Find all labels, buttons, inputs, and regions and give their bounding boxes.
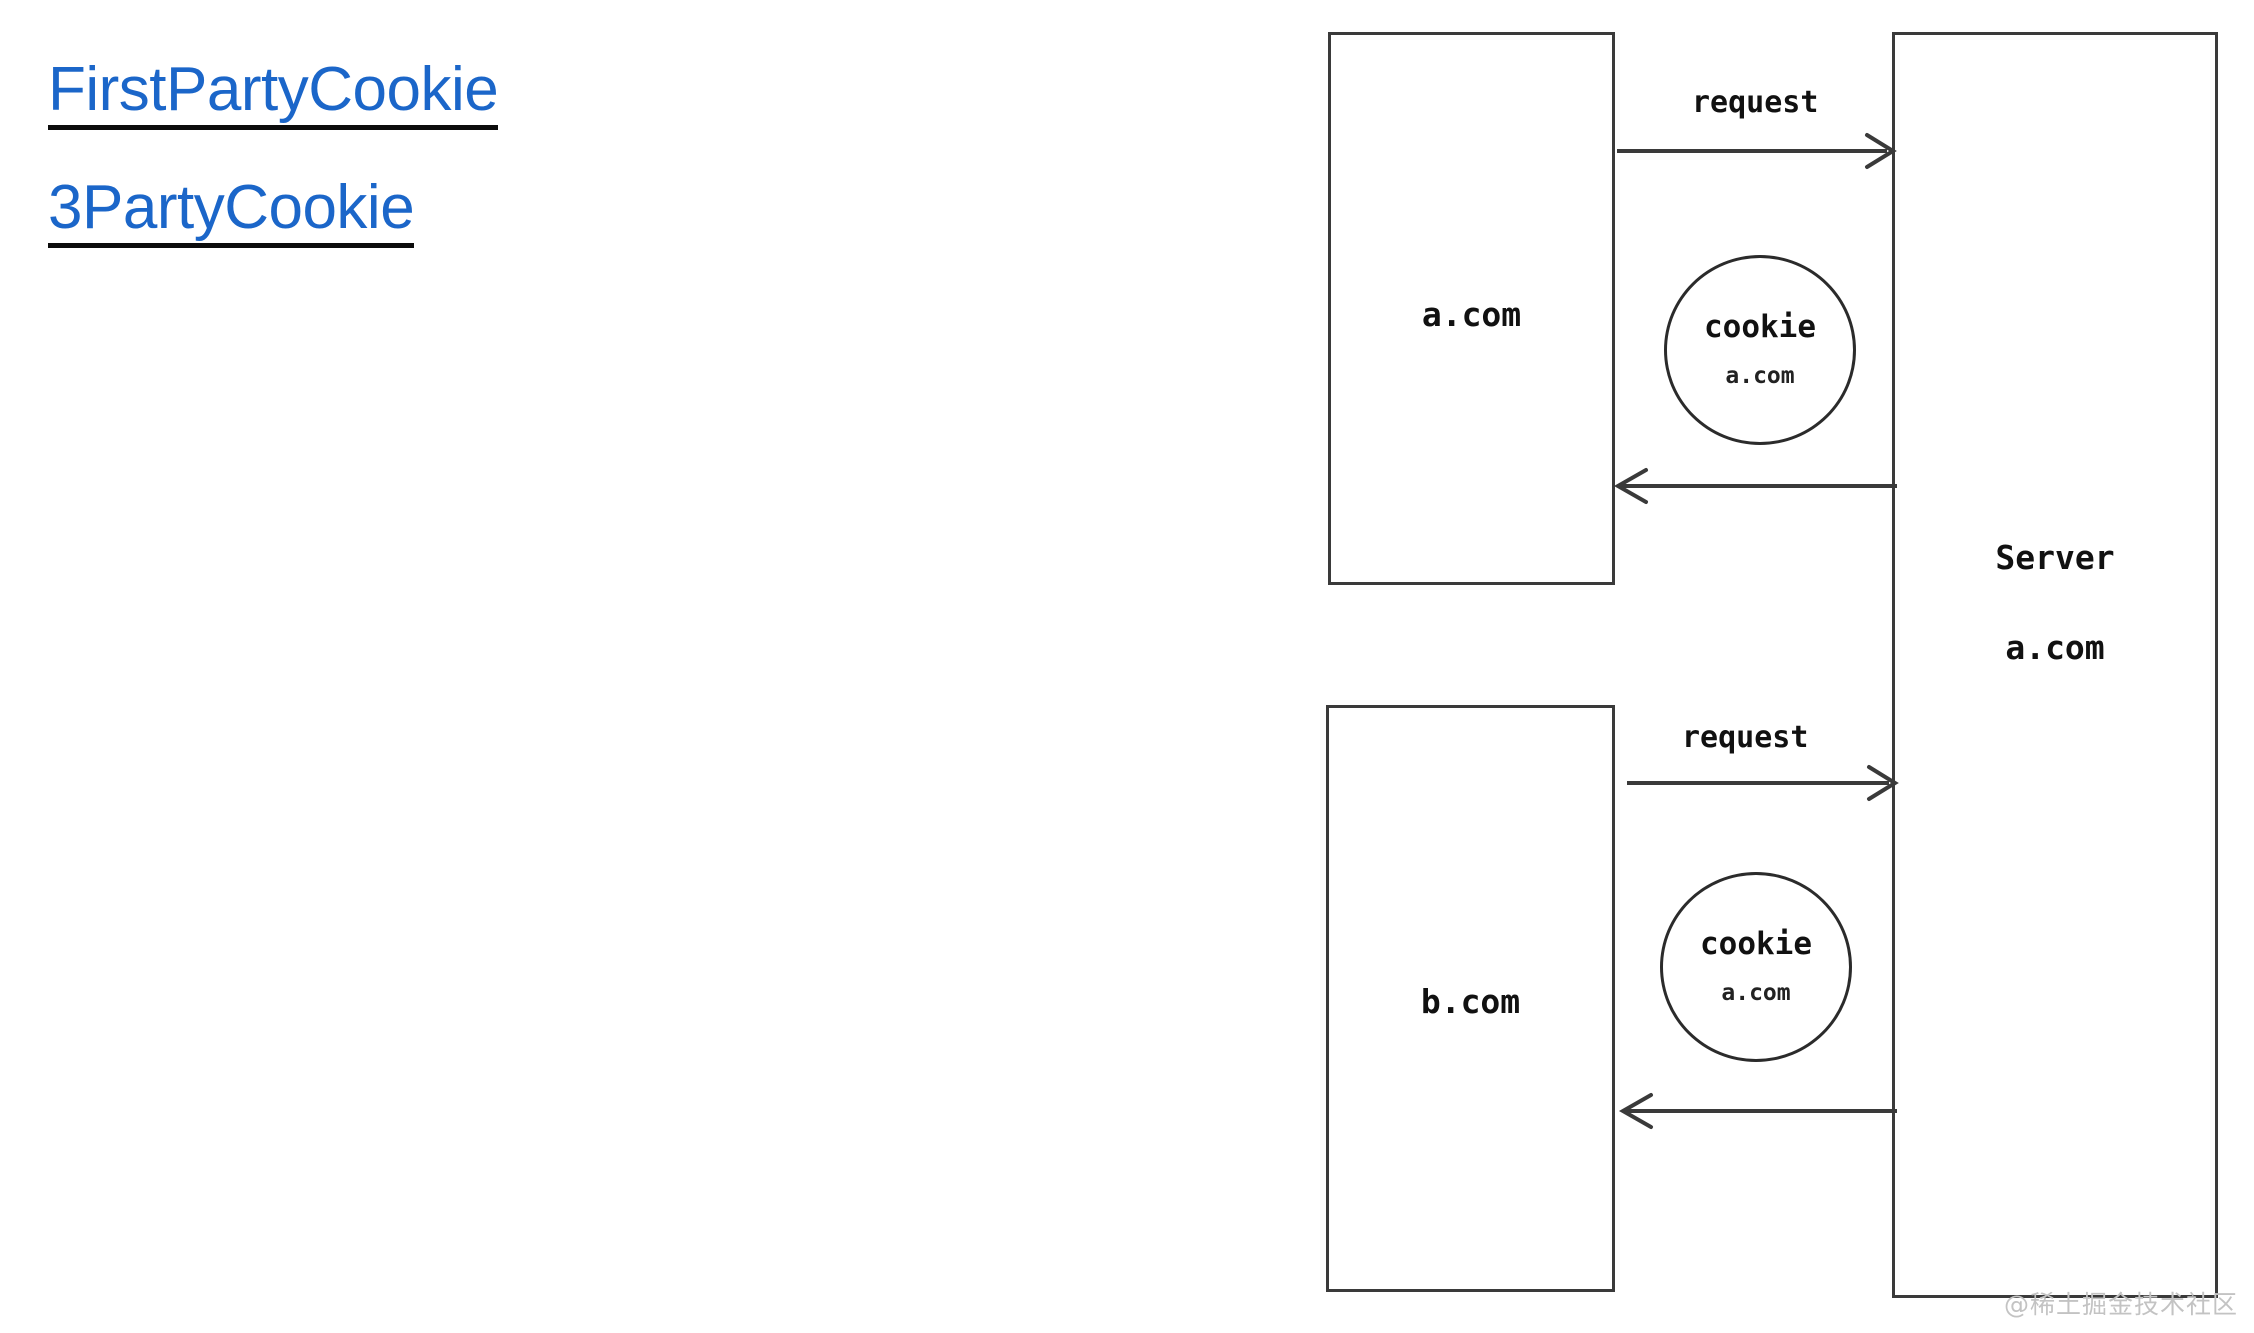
third-party-request-label: request bbox=[1682, 720, 1809, 755]
third-party-cookie-bubble: cookie a.com bbox=[1660, 872, 1852, 1062]
third-party-cookie-domain: a.com bbox=[1721, 980, 1791, 1006]
link-first-party-cookie[interactable]: FirstPartyCookie bbox=[48, 58, 499, 131]
client-box-a-com-label: a.com bbox=[1421, 295, 1522, 334]
server-box bbox=[1892, 32, 2218, 1298]
first-party-response-arrow bbox=[1613, 468, 1897, 504]
third-party-cookie-title: cookie bbox=[1700, 926, 1812, 962]
client-box-a-com bbox=[1328, 32, 1615, 585]
cookie-type-link-list: FirstPartyCookie 3PartyCookie bbox=[48, 58, 808, 294]
first-party-cookie-bubble: cookie a.com bbox=[1664, 255, 1856, 445]
third-party-request-arrow bbox=[1627, 765, 1899, 801]
third-party-response-arrow bbox=[1618, 1093, 1897, 1129]
first-party-cookie-domain: a.com bbox=[1725, 363, 1795, 389]
first-party-request-label: request bbox=[1692, 85, 1819, 120]
client-box-b-com bbox=[1326, 705, 1615, 1292]
server-box-label-line1: Server bbox=[1995, 538, 2115, 577]
first-party-cookie-title: cookie bbox=[1704, 309, 1816, 345]
client-box-b-com-label: b.com bbox=[1420, 982, 1521, 1021]
link-third-party-cookie[interactable]: 3PartyCookie bbox=[48, 176, 415, 249]
server-box-label-line2: a.com bbox=[2005, 628, 2105, 667]
watermark: @稀土掘金技术社区 bbox=[2003, 1290, 2238, 1319]
first-party-request-arrow bbox=[1617, 133, 1897, 169]
